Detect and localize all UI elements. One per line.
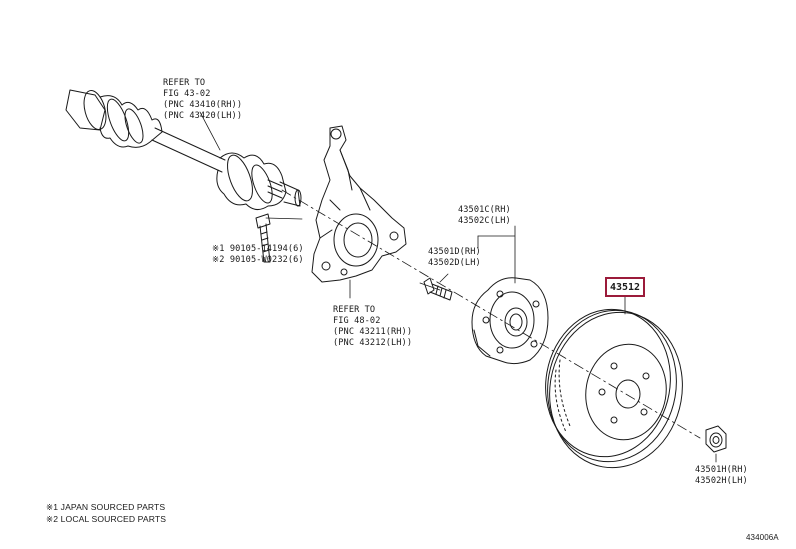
driveshaft-ref-line-2: FIG 43-02: [163, 89, 211, 99]
hub-bolt: [255, 213, 271, 263]
hub-nut: [705, 425, 727, 453]
hub-assy-part-lh: 43502C(LH): [458, 216, 511, 226]
knuckle-ref-line-2: FIG 48-02: [333, 316, 381, 326]
bolt-part-number-1: ※1 90105-14194(6): [212, 244, 304, 254]
brake-disc: [545, 308, 683, 469]
hub-assy-part-rh: 43501C(RH): [458, 205, 511, 215]
leader-lines: [199, 111, 717, 463]
knuckle-ref-line-3: (PNC 43211(RH)): [333, 327, 413, 337]
nut-part-rh: 43501H(RH): [695, 465, 748, 475]
hub-assembly: [471, 277, 549, 365]
nut-part-lh: 43502H(LH): [695, 476, 748, 486]
hub-part-lh: 43502D(LH): [428, 258, 481, 268]
hub-part-rh: 43501D(RH): [428, 247, 481, 257]
knuckle-ref-line-1: REFER TO: [333, 305, 376, 315]
footnote-japan: ※1 JAPAN SOURCED PARTS: [46, 502, 166, 512]
driveshaft-ref-line-1: REFER TO: [163, 78, 206, 88]
drive-shaft: [65, 89, 302, 210]
knuckle-ref-line-4: (PNC 43212(LH)): [333, 338, 413, 348]
hub-stud: [423, 277, 453, 301]
driveshaft-ref-line-3: (PNC 43410(RH)): [163, 100, 243, 110]
steering-knuckle: [311, 125, 407, 283]
bolt-part-number-2: ※2 90105-W0232(6): [212, 255, 304, 265]
footnote-local: ※2 LOCAL SOURCED PARTS: [46, 514, 167, 524]
driveshaft-ref-line-4: (PNC 43420(LH)): [163, 111, 243, 121]
figure-id: 434006A: [746, 533, 779, 542]
disc-part-number-highlight[interactable]: 43512: [605, 277, 645, 297]
